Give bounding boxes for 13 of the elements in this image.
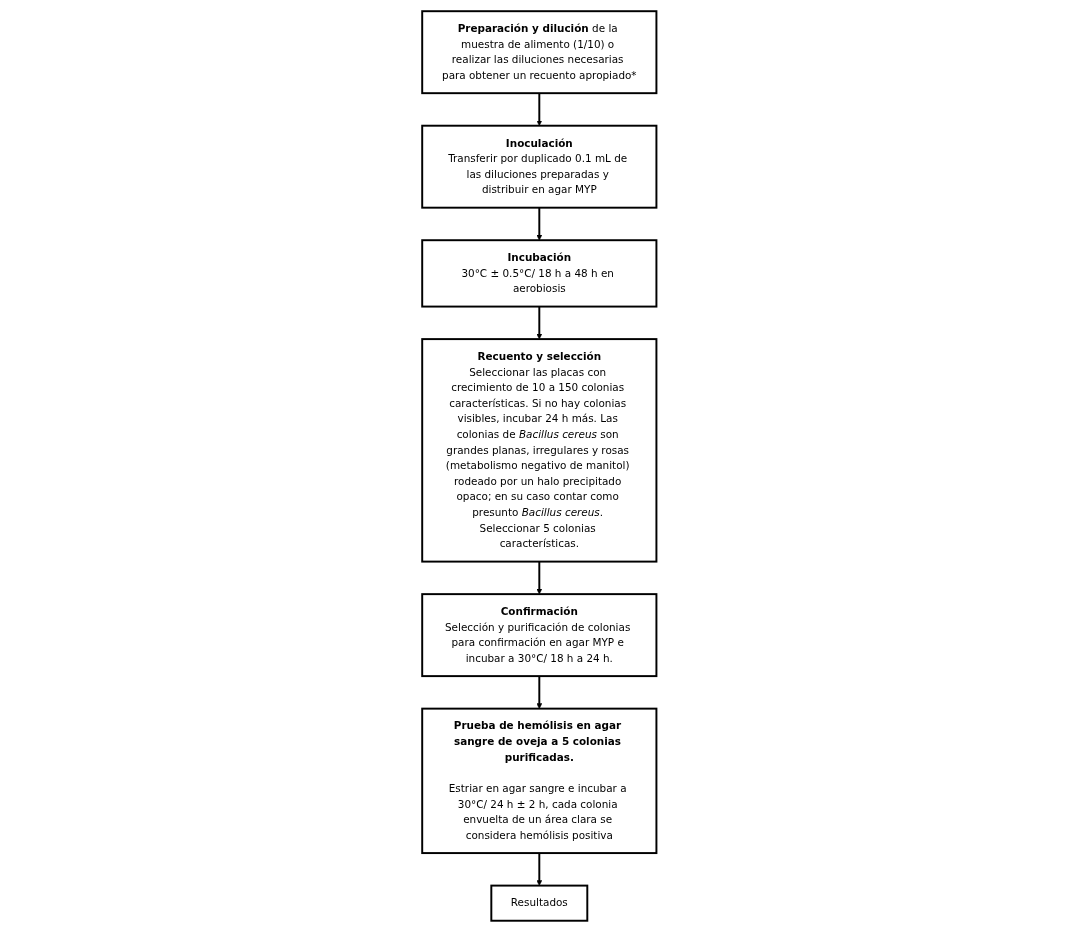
node-box: Recuento y selección Seleccionar las placas con crecimiento de 10 a 150 colonias características. Si no hay colonias visibles, incubar 24 h más. Las colonias de Bacillus cereus son grandes planas, irregulares y rosas (metabolismo negativo de manitol) rodeado por un halo precipitado opaco; en su caso contar como presunto Bacillus cereus. Seleccionar 5 colonias características. xyxy=(420,337,658,563)
arrow xyxy=(536,674,542,709)
arrow xyxy=(536,206,542,240)
arrow xyxy=(536,305,542,339)
node-box: Confirmación Selección y purificación de colonias para confirmación en agar MYP e incubar a 30°C/ 18 h a 24 h. xyxy=(420,592,658,677)
node-box: Inoculación Transferir por duplicado 0.1 mL de las diluciones preparadas y distribuir en agar MYP xyxy=(420,124,658,209)
node-box: Resultados xyxy=(490,884,588,922)
node-box: Prueba de hemólisis en agar sangre de oveja a 5 colonias purificadas. Estriar en agar sangre e incubar a 30°C/ 24 h ± 2 h, cada colonia envuelta de un área clara se considera hemólisis positiva xyxy=(420,707,658,854)
node-box: Incubación 30°C ± 0.5°C/ 18 h a 48 h en aerobiosis xyxy=(420,238,658,308)
node-box: Preparación y dilución de la muestra de alimento (1/10) o realizar las diluciones necesarias para obtener un recuento apropiado* xyxy=(420,9,658,94)
arrow xyxy=(536,560,542,594)
arrow xyxy=(536,91,542,126)
arrow xyxy=(536,851,542,886)
